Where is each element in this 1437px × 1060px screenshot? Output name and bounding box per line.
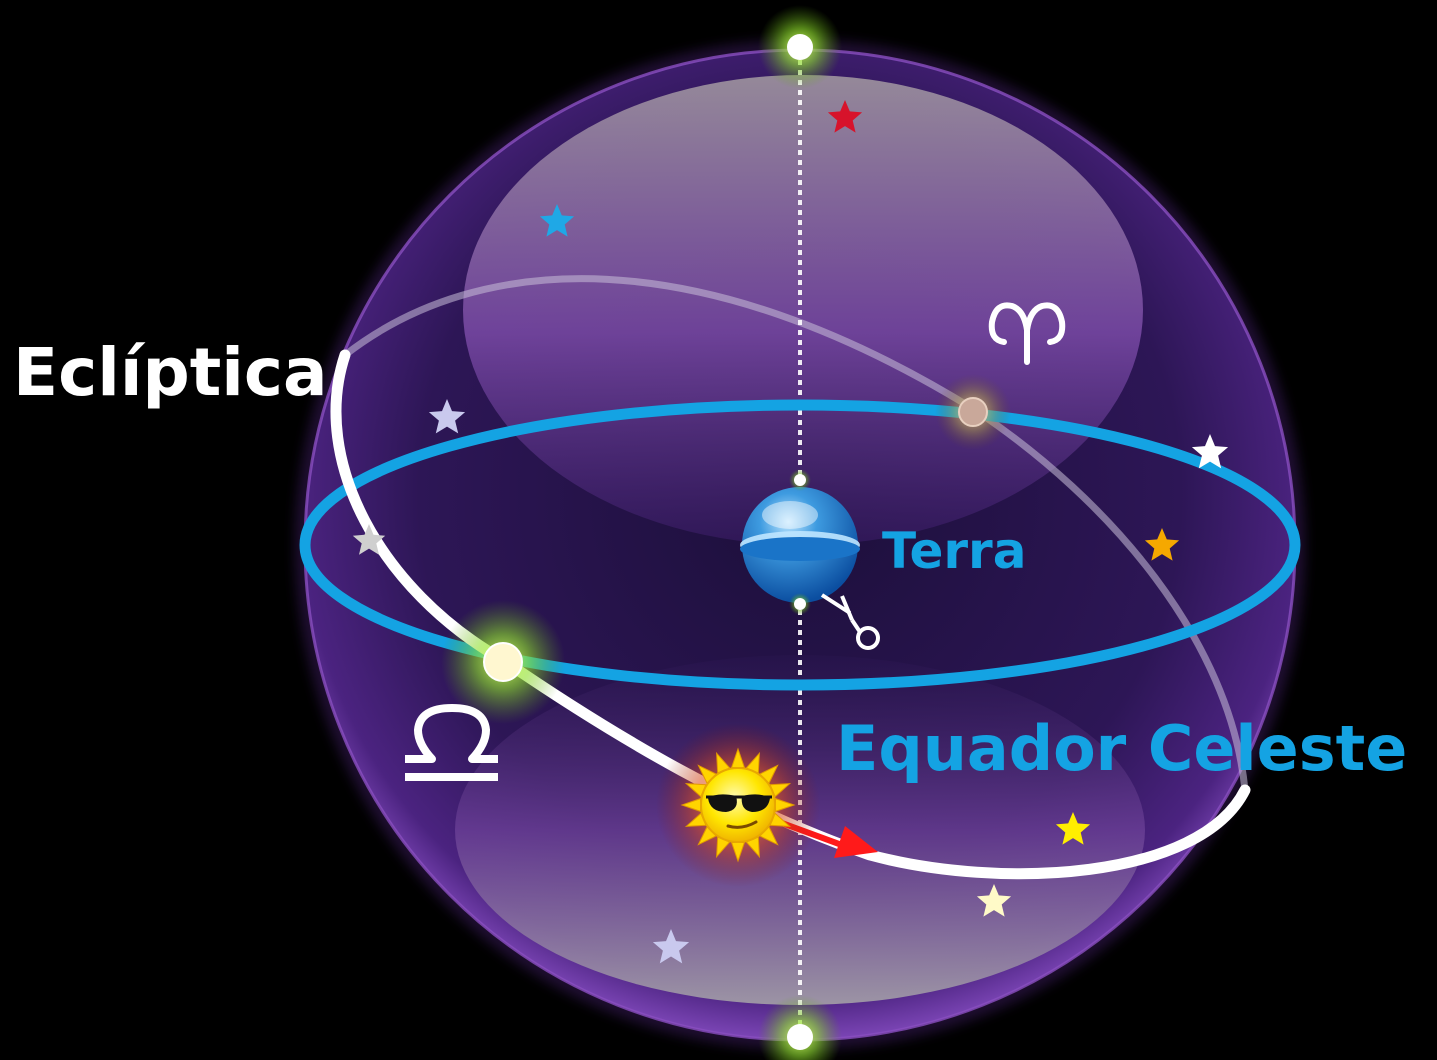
star-icon — [1191, 434, 1229, 469]
celestial-equator-ring — [299, 399, 1301, 691]
sun — [656, 723, 820, 887]
descending-node-symbol — [820, 593, 880, 650]
libra-symbol-icon — [405, 704, 498, 781]
star-icon — [1144, 528, 1180, 561]
star-icon — [1055, 812, 1091, 845]
star-icon — [827, 100, 863, 133]
earth-label: Terra — [882, 522, 1026, 580]
ecliptic-label: Eclíptica — [13, 334, 328, 411]
star-icon — [539, 204, 575, 237]
star-icon — [352, 524, 386, 555]
earth — [740, 469, 860, 615]
south-celestial-pole — [758, 995, 842, 1060]
celestial-equator-label: Equador Celeste — [836, 712, 1407, 785]
star-icon — [976, 884, 1012, 917]
north-celestial-pole — [758, 5, 842, 89]
star-icon — [652, 929, 690, 964]
aries-symbol-icon — [988, 302, 1066, 365]
stars — [352, 100, 1229, 964]
star-icon — [428, 399, 466, 434]
vernal-equinox-point — [935, 374, 1011, 450]
sunglasses-icon — [706, 794, 772, 812]
autumnal-equinox-point — [441, 600, 565, 724]
